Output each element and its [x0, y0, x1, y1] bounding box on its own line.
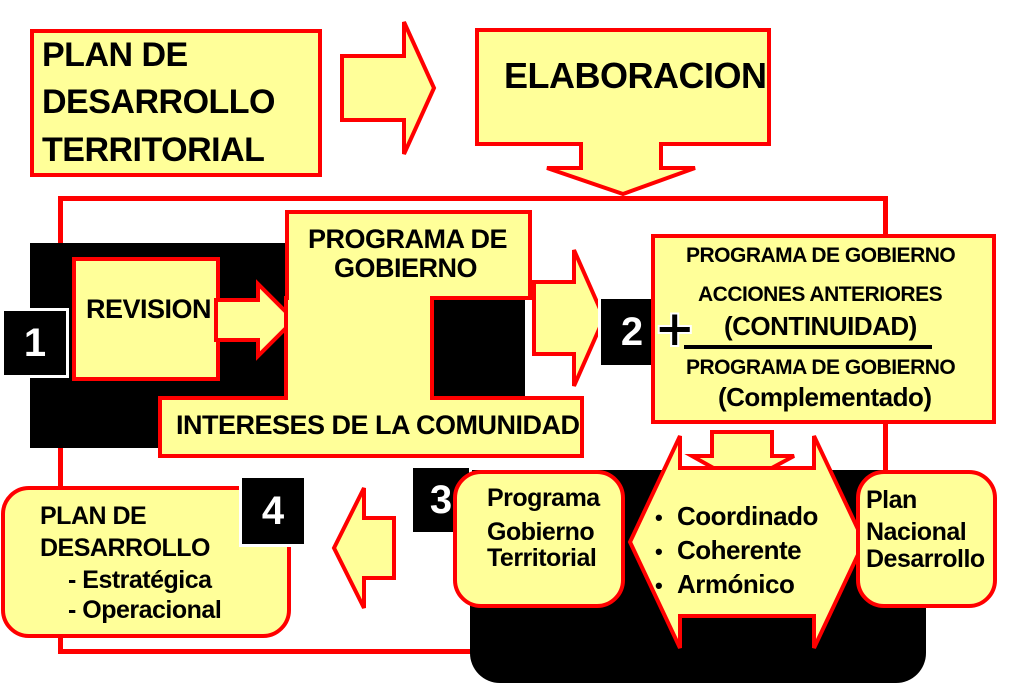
step-2-line-2: ACCIONES ANTERIORES [698, 283, 943, 306]
step-2-box [651, 234, 996, 424]
programa-intereses-shape [158, 210, 584, 458]
plan-nacional-line-2: Nacional [866, 518, 967, 546]
plan-nacional-line-1: Plan [866, 486, 917, 514]
step-2-line-1: PROGRAMA DE GOBIERNO [686, 244, 956, 267]
bullet-item: Armónico [655, 568, 818, 602]
revision-box [72, 257, 220, 381]
programa-territorial-line-2: Gobierno [487, 518, 595, 546]
plan-territorial-line-2: DESARROLLO [42, 83, 276, 121]
programa-territorial-line-1: Programa [487, 484, 600, 512]
elaboracion-arrow-shape [475, 28, 771, 197]
programa-territorial-box [453, 470, 625, 608]
alignment-bullet-list: Coordinado Coherente Armónico [655, 500, 818, 602]
arrow-to-elaboracion [340, 21, 437, 155]
plan-desarrollo-line-2: DESARROLLO [40, 534, 211, 562]
plan-desarrollo-line-1: PLAN DE [40, 502, 147, 530]
revision-label: REVISION [86, 294, 212, 324]
step-4-badge: 4 [239, 475, 307, 547]
bullet-item: Coordinado [655, 500, 818, 534]
step-2-line-4: PROGRAMA DE GOBIERNO [686, 356, 956, 379]
arrow-to-step-4 [331, 487, 396, 609]
arrow-revision-to-programa [214, 279, 297, 361]
step-2-line-5: (Complementado) [718, 382, 932, 412]
plan-territorial-box [30, 29, 322, 177]
plan-nacional-line-3: Desarrollo [866, 545, 985, 573]
programa-territorial-line-3: Territorial [487, 544, 597, 572]
fraction-divider [684, 345, 932, 349]
programa-gobierno-line-2: GOBIERNO [334, 253, 478, 283]
intereses-label: INTERESES DE LA COMUNIDAD [176, 410, 580, 440]
elaboracion-label: ELABORACION [504, 55, 767, 96]
bullet-item: Coherente [655, 534, 818, 568]
plan-nacional-box [856, 470, 997, 608]
plan-desarrollo-sub-2: - Operacional [68, 596, 222, 624]
programa-gobierno-line-1: PROGRAMA DE [308, 224, 508, 254]
arrow-to-step-2 [532, 249, 607, 387]
plan-desarrollo-sub-1: - Estratégica [68, 566, 212, 594]
plus-sign: + [655, 292, 694, 366]
step-2-line-3: (CONTINUIDAD) [724, 311, 917, 341]
step-1-badge: 1 [1, 308, 69, 378]
plan-territorial-line-1: PLAN DE [42, 36, 188, 74]
plan-territorial-line-3: TERRITORIAL [42, 131, 265, 169]
